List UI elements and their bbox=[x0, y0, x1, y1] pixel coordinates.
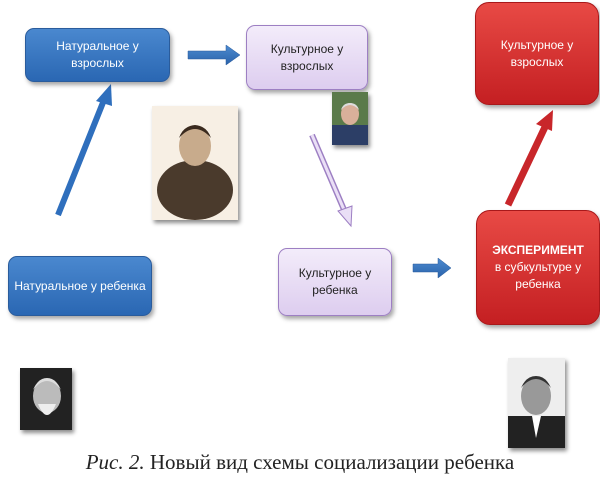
arrow-cultural-adult-to-cultural-child bbox=[309, 133, 353, 228]
caption-prefix: Рис. 2. bbox=[85, 450, 145, 474]
portrait-photo-sepia bbox=[152, 106, 238, 220]
portrait-photo-bw-right bbox=[508, 358, 565, 448]
node-label: Культурное у взрослых bbox=[270, 41, 344, 73]
node-natural-child: Натуральное у ребенка bbox=[8, 256, 152, 316]
node-natural-adult: Натуральное у взрослых bbox=[25, 28, 170, 82]
node-label: Культурное у взрослых bbox=[500, 37, 574, 69]
node-label: Натуральное у взрослых bbox=[56, 39, 139, 70]
node-cultural-adult: Культурное у взрослых bbox=[246, 25, 368, 90]
caption-text: Новый вид схемы социализации ребенка bbox=[144, 450, 515, 474]
node-experiment: ЭКСПЕРИМЕНТ в субкультуре у ребенка bbox=[476, 210, 600, 325]
arrow-experiment-to-cultural-adult-red bbox=[504, 110, 553, 207]
arrow-natural-adult-to-cultural-adult bbox=[187, 44, 241, 66]
node-cultural-child: Культурное у ребенка bbox=[278, 248, 392, 316]
node-label: Натуральное у ребенка bbox=[14, 278, 146, 293]
portrait-photo-small bbox=[332, 92, 368, 145]
node-label: Культурное у ребенка bbox=[298, 266, 372, 297]
node-subtitle: в субкультуре у ребенка bbox=[494, 260, 582, 291]
figure-caption: Рис. 2. Новый вид схемы социализации реб… bbox=[0, 450, 600, 475]
arrow-cultural-child-to-experiment bbox=[412, 257, 452, 279]
portrait-photo-bw-left bbox=[20, 368, 72, 430]
arrow-natural-child-to-natural-adult bbox=[55, 84, 112, 217]
node-title: ЭКСПЕРИМЕНТ bbox=[492, 243, 584, 257]
node-cultural-adult-red: Культурное у взрослых bbox=[475, 2, 599, 105]
